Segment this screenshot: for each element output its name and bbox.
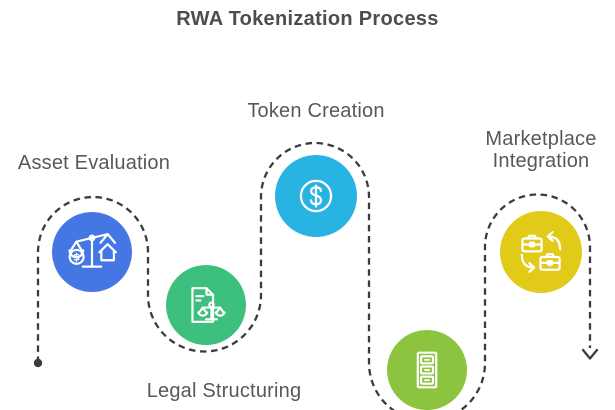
step-label-legal-structuring: Legal Structuring bbox=[146, 380, 302, 402]
dollar-coin-icon bbox=[299, 179, 333, 213]
legal-document-scale-icon bbox=[191, 287, 226, 323]
step-circle-token-creation bbox=[275, 155, 357, 237]
filing-cabinet-icon bbox=[416, 351, 438, 389]
briefcase-exchange-icon bbox=[520, 231, 562, 273]
path-end-arrow-down-icon bbox=[581, 348, 599, 360]
page-title: RWA Tokenization Process bbox=[176, 8, 439, 30]
balance-scale-house-dollar-icon: $ bbox=[68, 233, 117, 268]
path-start-dot-icon bbox=[33, 358, 43, 368]
svg-text:$: $ bbox=[73, 251, 80, 263]
step-label-asset-evaluation: Asset Evaluation bbox=[17, 152, 171, 174]
step-circle-document-storage bbox=[387, 330, 467, 410]
step-label-marketplace-integration: Marketplace Integration bbox=[485, 128, 597, 172]
step-circle-asset-evaluation: $ bbox=[52, 212, 132, 292]
dashed-serpentine-path bbox=[36, 141, 592, 410]
step-circle-marketplace-integration bbox=[500, 211, 582, 293]
step-circle-legal-structuring bbox=[166, 265, 246, 345]
step-label-token-creation: Token Creation bbox=[247, 100, 385, 122]
